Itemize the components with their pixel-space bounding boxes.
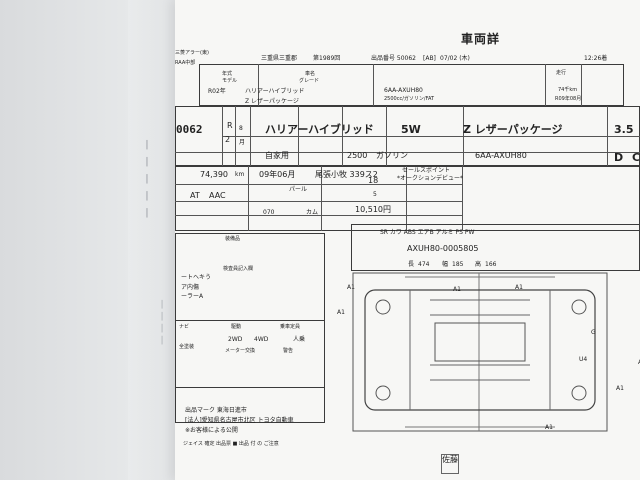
seat-count: 5 bbox=[373, 191, 377, 198]
note-line-2: ア内傷 bbox=[181, 284, 200, 291]
model-label: モデル bbox=[222, 78, 238, 84]
length-label: 長 bbox=[408, 261, 415, 268]
note-line-1: ートヘキう bbox=[181, 274, 212, 281]
height-label: 高 bbox=[475, 261, 482, 268]
plate-sub: 18 bbox=[368, 176, 379, 185]
exhibit-no: 出品番号 50062 bbox=[371, 55, 416, 62]
ac-type: AAC bbox=[209, 191, 226, 200]
serial-number: AXUH80-0005805 bbox=[407, 244, 479, 253]
reg-r: R bbox=[227, 121, 233, 130]
score: 3.5 bbox=[614, 123, 634, 136]
exhibit-date: 07/02 (木) bbox=[440, 55, 470, 62]
width-value: 185 bbox=[452, 261, 464, 268]
grade-value: Z レザーパッケージ bbox=[245, 98, 299, 105]
interior-type: カム bbox=[306, 209, 319, 216]
use-type: 自家用 bbox=[265, 151, 289, 160]
notes-header: 装備品 bbox=[225, 236, 241, 242]
top-left-label-2: RAA中部 bbox=[175, 60, 196, 66]
fuel-type: ガソリン bbox=[376, 151, 408, 160]
persons-text: 人乗 bbox=[293, 336, 306, 343]
ref-value: R09年08月 bbox=[555, 96, 582, 102]
auction-sheet: 車両詳 三菱アラー(東) RAA中部 三重県三重郡 第1989回 出品番号 50… bbox=[175, 0, 640, 480]
mileage-label: 走行 bbox=[556, 70, 567, 76]
exhibit-code: [AB] bbox=[423, 55, 436, 62]
reg-8: 8 bbox=[239, 125, 243, 132]
width-label: 幅 bbox=[442, 261, 449, 268]
sheet-title: 車両詳 bbox=[461, 32, 501, 46]
lane-text: 三重県三重郡 bbox=[261, 55, 298, 62]
ghost-text-left-2: ▁ ▁ ▁ ▁ bbox=[161, 300, 174, 345]
grade-large: Z レザーパッケージ bbox=[463, 123, 563, 136]
drive-box bbox=[175, 320, 325, 388]
damage-label-4: A1 bbox=[337, 309, 345, 316]
length-value: 474 bbox=[418, 261, 430, 268]
auction-no: 第1989回 bbox=[313, 55, 341, 62]
exhibit-time: 12:26着 bbox=[584, 55, 608, 62]
inspector-header: 検査員記入欄 bbox=[223, 266, 254, 272]
shaken-date: 09年06月 bbox=[259, 170, 296, 179]
car-name-value: ハリアーハイブリッド bbox=[245, 88, 305, 95]
mileage-unit: km bbox=[235, 171, 245, 178]
mileage-short: 74千km bbox=[558, 87, 578, 93]
drive-4wd: 4WD bbox=[254, 336, 269, 343]
year-value: R02年 bbox=[208, 88, 226, 95]
full-paint: 全塗装 bbox=[179, 344, 195, 350]
ghost-text-left: ▁ ▁ ▁ ▁ ▁ bbox=[146, 140, 160, 220]
drive-2wd: 2WD bbox=[228, 336, 243, 343]
grade-c: C bbox=[632, 151, 640, 164]
lot-number: 0062 bbox=[176, 123, 203, 136]
damage-label-5: G bbox=[591, 329, 596, 336]
car-name-label: 車名 bbox=[305, 71, 316, 77]
mileage-large: 74,390 bbox=[200, 170, 228, 179]
grade-d: D bbox=[614, 151, 624, 164]
displacement: 2500 bbox=[347, 151, 368, 160]
price: 10,510円 bbox=[355, 205, 391, 214]
navi-text: ナビ bbox=[179, 324, 190, 330]
sales-point-text: *オークションデビュー* bbox=[397, 175, 464, 182]
bottom-note-3: ※お客様による公開 bbox=[185, 427, 238, 434]
year-label: 年式 bbox=[222, 71, 233, 77]
damage-label-6: A1 bbox=[638, 360, 640, 366]
color-name: パール bbox=[289, 186, 308, 193]
fuel-line: 2500cc/ガソリン/FAT bbox=[384, 96, 435, 102]
damage-label-9: A1 bbox=[545, 424, 553, 431]
top-left-label: 三菱アラー(東) bbox=[175, 50, 209, 56]
transmission: AT bbox=[190, 191, 200, 200]
warning-text: 警告 bbox=[283, 348, 294, 354]
damage-label-8: A1 bbox=[616, 385, 624, 392]
damage-label-7: U4 bbox=[579, 356, 588, 363]
color-code: 070 bbox=[263, 209, 275, 216]
damage-label-2: A1 bbox=[453, 286, 461, 293]
sales-point-header: セールスポイント bbox=[402, 167, 451, 174]
reg-month: 月 bbox=[239, 139, 246, 146]
seat-text: 乗車定員 bbox=[280, 324, 301, 330]
height-value: 166 bbox=[485, 261, 497, 268]
vehicle-diagram: A1 A1 A1 A1 G A1 U4 A1 A1 bbox=[335, 265, 640, 445]
car-name-large: ハリアーハイブリッド bbox=[265, 123, 374, 136]
bottom-note-1: 出品マーク 東海日進市 bbox=[185, 407, 247, 414]
bottom-note-2: [法人]愛知県名古屋市北区 トヨタ自動車 bbox=[185, 417, 294, 424]
reg-2: 2 bbox=[225, 135, 231, 144]
inspection-stamp: 佐藤 bbox=[441, 454, 459, 474]
footer-text: ジェイス 確定 出品票 ■ 出品 付 の ご注意 bbox=[183, 441, 279, 447]
note-line-3: ーラーA bbox=[181, 293, 204, 300]
model-code-large: 6AA-AXUH80 bbox=[475, 151, 527, 160]
grid-frame-top bbox=[199, 64, 624, 106]
grade-label: グレード bbox=[299, 78, 320, 84]
damage-label-3: A1 bbox=[515, 284, 523, 291]
engine-code: 6AA-AXUH80 bbox=[384, 87, 423, 94]
feature-list: SR カワ ABS エアB アルミ PS PW bbox=[380, 229, 475, 236]
location-plate: 尾張小牧 339ス2 bbox=[315, 170, 378, 179]
drive-caution: 駆動 bbox=[231, 324, 242, 330]
damage-label-1: A1 bbox=[347, 284, 355, 291]
meter-change: メーター交換 bbox=[225, 348, 256, 354]
car-outline-icon bbox=[352, 272, 608, 432]
doors: 5W bbox=[401, 123, 421, 136]
top-grid: 年式 モデル R02年 車名 グレード ハリアーハイブリッド Z レザーパッケー… bbox=[175, 64, 640, 166]
